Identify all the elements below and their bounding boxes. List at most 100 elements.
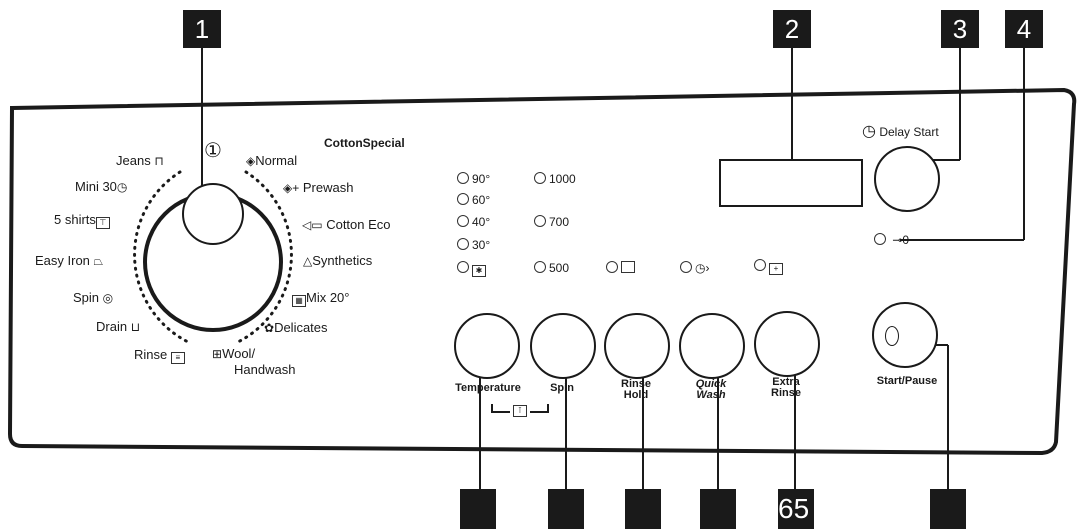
clock-icon: ◷ [116,180,128,194]
program-delicates-label: Delicates [274,320,328,335]
quick-wash-button[interactable] [679,313,745,379]
rinse-hold-label-1: Rinse [621,378,651,390]
rinse-icon: ≡ [170,352,185,364]
program-rinse[interactable]: Rinse ≡ [134,347,185,364]
rinse-hold-icon [621,261,635,273]
spin-button-label: Spin [550,382,574,394]
callout-bottom-start [930,489,966,529]
program-prewash-label: Prewash [302,180,354,195]
spin-button[interactable] [530,313,596,379]
temp-indicator-cold: ✱ [457,261,486,277]
mix-icon: ▦ [292,295,306,307]
led [754,259,766,271]
program-5shirts-label: 5 shirts [54,212,96,227]
quick-wash-indicator: ◷› [680,261,709,275]
program-drain[interactable]: Drain ⊔ [96,319,140,334]
temp-spin-bracket [491,404,549,413]
callout-3: 3 [941,10,979,48]
program-mix20[interactable]: ▦Mix 20° [292,290,350,307]
temp-label-30: 30° [472,238,491,252]
extra-rinse-icon: + [769,263,783,275]
rinse-hold-indicator [606,261,635,275]
rinse-hold-button[interactable] [604,313,670,379]
display-window [719,159,863,207]
program-wool[interactable]: ⊞Wool/ [212,346,255,361]
tag-icon: ◁▭ [302,218,323,232]
clock-icon: ◷ [862,123,876,140]
program-dial-knob [182,183,244,245]
temp-indicator-60: 60° [457,193,490,207]
temp-indicator-40: 40° [457,215,490,229]
led [457,261,469,273]
temp-label-90: 90° [472,172,491,186]
spin-label-700: 700 [549,215,570,229]
triangle-icon: △ [303,254,313,268]
program-wool-label: Wool/ [222,346,256,361]
spin-indicator-500: 500 [534,261,569,275]
start-pause-button-label: Start/Pause [876,375,938,387]
led [534,261,546,273]
program-synthetics[interactable]: △Synthetics [303,253,372,268]
callout-bottom-temperature [460,489,496,529]
start-pause-button[interactable] [872,302,938,368]
program-handwash-label: Handwash [234,362,296,377]
door-lock-indicator: ⊸0 [874,233,909,247]
key-lock-icon: ⊺ [513,405,527,417]
program-easy-iron[interactable]: Easy Iron ⏢ [35,253,103,269]
callout-bottom-rinse-hold [625,489,661,529]
spin-label-1000: 1000 [549,172,576,186]
callout-bottom-quick-wash [700,489,736,529]
program-mix20-label: Mix 20° [306,290,350,305]
program-spin[interactable]: Spin ◎ [73,290,113,305]
program-normal[interactable]: ◈Normal [246,153,297,168]
program-normal-label: Normal [255,153,298,168]
led [457,172,469,184]
led [457,215,469,227]
drain-icon: ⊔ [130,320,141,334]
extra-rinse-label-1: Extra [772,376,800,388]
program-title: CottonSpecial [324,136,405,150]
spin-indicator-700: 700 [534,215,569,229]
led [680,261,692,273]
temperature-button-label: Temperature [455,382,521,394]
temperature-button[interactable] [454,313,520,379]
temp-indicator-90: 90° [457,172,490,186]
prewash-icon: ◈+ [283,181,300,195]
led [534,215,546,227]
callout-1: 1 [183,10,221,48]
extra-rinse-label-2: Rinse [771,387,801,399]
spin-icon: ◎ [102,291,114,305]
flower-icon: ✿ [264,321,275,335]
program-cotton-eco-label: Cotton Eco [326,217,391,232]
quick-wash-label-1: Quick [695,378,727,390]
delay-start-button[interactable] [874,146,940,212]
program-spin-label: Spin [73,290,100,305]
door-lock-symbol: ⊸0 [892,233,910,247]
extra-rinse-button[interactable] [754,311,820,377]
program-jeans[interactable]: Jeans ⊓ [116,153,164,168]
normal-icon: ◈ [246,154,256,168]
callout-4: 4 [1005,10,1043,48]
led [534,172,546,184]
spin-indicator-1000: 1000 [534,172,576,186]
delay-start-text: Delay Start [879,125,939,139]
program-rinse-label: Rinse [134,347,168,362]
jeans-icon: ⊓ [154,154,164,168]
callout-2: 2 [773,10,811,48]
program-mini30-label: Mini 30 [75,179,117,194]
hand-icon: ⊞ [212,347,223,361]
program-delicates[interactable]: ✿Delicates [264,320,328,335]
led [457,193,469,205]
program-cotton-eco[interactable]: ◁▭ Cotton Eco [302,217,391,232]
program-5shirts[interactable]: 5 shirts⊤ [54,212,110,229]
program-mini30[interactable]: Mini 30◷ [75,179,127,194]
led [457,238,469,250]
rinse-hold-label-2: Hold [623,389,649,401]
spin-label-500: 500 [549,261,570,275]
dial-dotted-arc-left [133,170,190,344]
program-prewash[interactable]: ◈+ Prewash [283,180,353,195]
led [606,261,618,273]
led [874,233,886,245]
